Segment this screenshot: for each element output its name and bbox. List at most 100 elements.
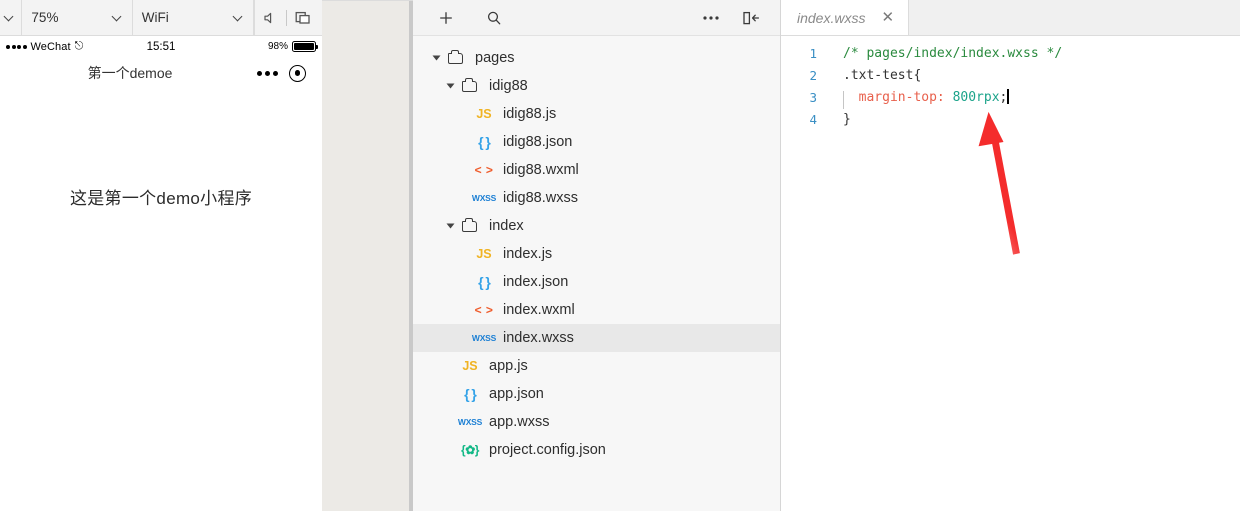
more-dots-icon[interactable] bbox=[257, 70, 278, 76]
simulator-toolbar-actions bbox=[255, 0, 322, 35]
file-more-button[interactable] bbox=[696, 5, 726, 31]
demo-text: 这是第一个demo小程序 bbox=[69, 189, 253, 208]
line-number: 1 bbox=[809, 45, 817, 61]
toolbar-spacer bbox=[254, 0, 255, 35]
wifi-icon: ⎋ bbox=[74, 40, 84, 52]
collapse-panel-icon bbox=[743, 11, 760, 24]
tree-item-label: idig88.json bbox=[503, 134, 573, 150]
tab-label: index.wxss bbox=[797, 9, 866, 26]
text-cursor bbox=[1007, 89, 1009, 104]
speaker-mute-icon bbox=[263, 12, 271, 23]
code-token-comment: /* pages/index/index.wxss */ bbox=[843, 45, 1063, 61]
code-line: 1 /* pages/index/index.wxss */ bbox=[781, 42, 1240, 64]
js-file-icon: JS bbox=[476, 107, 492, 121]
tree-file-row[interactable]: { } idig88.json bbox=[413, 128, 780, 156]
target-circle-icon[interactable] bbox=[289, 64, 306, 82]
tree-folder-row[interactable]: pages bbox=[413, 44, 780, 72]
js-file-icon: JS bbox=[462, 359, 478, 373]
code-line: 4} bbox=[781, 108, 1240, 130]
phone-status-bar: WeChat ⎋ 15:51 98% bbox=[0, 36, 322, 57]
disclosure-triangle-icon[interactable] bbox=[443, 222, 457, 230]
device-select[interactable] bbox=[0, 0, 23, 35]
multi-window-button[interactable] bbox=[290, 5, 316, 31]
wxss-file-icon: WXSS bbox=[457, 417, 483, 427]
tree-file-row[interactable]: < >index.wxml bbox=[413, 296, 780, 324]
toolbar-divider bbox=[286, 9, 287, 26]
status-time: 15:51 bbox=[146, 40, 176, 53]
tree-item-label: index.json bbox=[503, 274, 569, 290]
carrier-label: WeChat bbox=[30, 40, 71, 53]
battery-icon bbox=[292, 41, 318, 52]
code-token-sel: .txt-test{ bbox=[843, 67, 922, 83]
zoom-value: 75% bbox=[31, 10, 59, 25]
tree-file-row[interactable]: JS index.js bbox=[413, 240, 780, 268]
tree-item-label: idig88 bbox=[489, 78, 528, 94]
config-file-icon: {✿} bbox=[461, 443, 479, 457]
tree-item-label: index.js bbox=[503, 246, 553, 262]
phone-page-body: 这是第一个demo小程序 bbox=[0, 89, 322, 511]
code-line-text[interactable]: margin-top: 800rpx; bbox=[827, 89, 1009, 109]
tree-file-row[interactable]: WXSS idig88.wxss bbox=[413, 184, 780, 212]
json-file-icon: { } bbox=[478, 134, 491, 150]
code-line: 2.txt-test{ bbox=[781, 64, 1240, 86]
wxss-file-icon: WXSS bbox=[471, 193, 497, 203]
battery-percent-label: 98% bbox=[267, 41, 288, 52]
tree-item-label: index.wxss bbox=[503, 330, 574, 346]
folder-open-icon bbox=[443, 50, 469, 65]
tree-item-label: idig88.wxss bbox=[503, 190, 578, 206]
tree-file-row[interactable]: {✿} project.config.json bbox=[413, 436, 780, 464]
network-select[interactable]: WiFi bbox=[133, 0, 254, 35]
status-left: WeChat ⎋ bbox=[6, 41, 116, 53]
js-file-icon: JS bbox=[476, 247, 492, 261]
simulator-toolbar: 75% WiFi bbox=[0, 0, 322, 36]
code-token-val: 800rpx bbox=[952, 90, 1000, 105]
tree-folder-row[interactable]: index bbox=[413, 212, 780, 240]
code-token-punct: } bbox=[843, 111, 851, 127]
add-file-button[interactable] bbox=[431, 5, 461, 31]
folder-open-icon bbox=[457, 218, 483, 233]
status-right: 98% bbox=[267, 41, 318, 52]
search-files-button[interactable] bbox=[479, 5, 509, 31]
tree-item-label: app.json bbox=[489, 386, 544, 402]
close-icon[interactable]: ✕ bbox=[881, 9, 895, 26]
code-token-prop: margin-top: bbox=[843, 90, 953, 105]
code-line-text[interactable]: .txt-test{ bbox=[827, 68, 921, 83]
tree-item-label: project.config.json bbox=[489, 442, 606, 458]
code-content[interactable]: 1 /* pages/index/index.wxss */ 2.txt-test{… bbox=[781, 36, 1240, 511]
tree-item-label: app.wxss bbox=[489, 414, 550, 430]
panel-splitter[interactable] bbox=[409, 1, 413, 511]
tree-file-row[interactable]: WXSS app.wxss bbox=[413, 408, 780, 436]
tab-index-wxss[interactable]: index.wxss ✕ bbox=[781, 0, 910, 35]
disclosure-triangle-icon[interactable] bbox=[443, 82, 457, 90]
zoom-select[interactable]: 75% bbox=[22, 0, 133, 35]
wxss-file-icon: WXSS bbox=[471, 333, 497, 343]
chevron-down-icon bbox=[233, 12, 244, 23]
code-line-text[interactable]: /* pages/index/index.wxss */ bbox=[827, 46, 1062, 61]
tree-file-row[interactable]: { }index.json bbox=[413, 268, 780, 296]
mute-button[interactable] bbox=[257, 5, 283, 31]
tree-item-label: idig88.wxml bbox=[503, 162, 579, 178]
line-number: 4 bbox=[809, 111, 817, 127]
network-value: WiFi bbox=[141, 10, 169, 25]
tree-item-label: pages bbox=[475, 50, 515, 66]
signal-strength-icon bbox=[6, 44, 27, 49]
tree-file-row[interactable]: WXSS index.wxss bbox=[413, 324, 780, 352]
tree-folder-row[interactable]: idig88 bbox=[413, 72, 780, 100]
tree-file-row[interactable]: < >idig88.wxml bbox=[413, 156, 780, 184]
empty-side-panel bbox=[322, 0, 413, 511]
tree-file-row[interactable]: { }app.json bbox=[413, 380, 780, 408]
plus-icon bbox=[440, 11, 452, 24]
tree-item-label: index bbox=[489, 218, 524, 234]
collapse-panel-button[interactable] bbox=[736, 5, 766, 31]
tree-item-label: index.wxml bbox=[503, 302, 575, 318]
disclosure-triangle-icon[interactable] bbox=[429, 54, 443, 62]
chevron-down-icon bbox=[112, 12, 123, 23]
code-editor-panel: index.wxss ✕ 1 /* pages/index/index.wxss … bbox=[781, 0, 1240, 511]
code-line: 3 margin-top: 800rpx; bbox=[781, 86, 1240, 109]
code-line-text[interactable]: } bbox=[827, 112, 851, 127]
simulator-panel: 75% WiFi bbox=[0, 0, 322, 511]
